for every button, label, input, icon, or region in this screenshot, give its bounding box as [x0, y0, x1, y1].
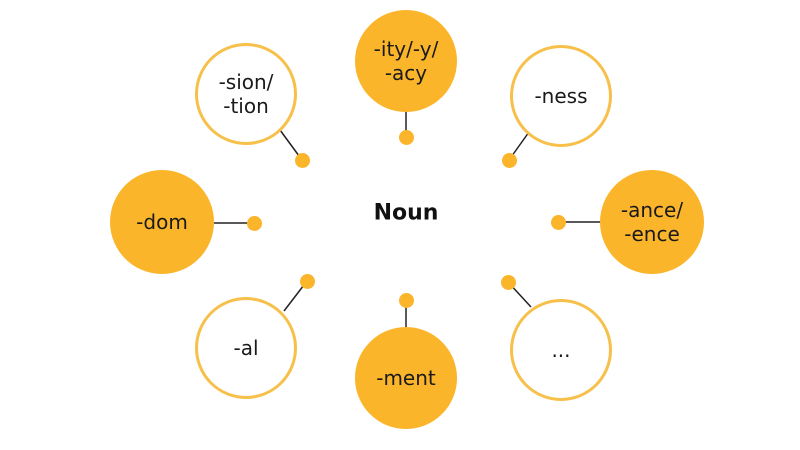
- connector-dot-ness: [501, 152, 517, 168]
- connector-dot-dom: [246, 215, 262, 231]
- node-ity-y-acy: -ity/-y/ -acy: [355, 10, 457, 112]
- connector-dot-al: [299, 273, 315, 289]
- connector-dot-ment: [398, 292, 414, 308]
- connector-dot-ity: [398, 129, 414, 145]
- node-ment: -ment: [355, 327, 457, 429]
- node-al: -al: [195, 297, 297, 399]
- node-sion-tion: -sion/ -tion: [195, 43, 297, 145]
- center-label-noun: Noun: [373, 200, 439, 226]
- node-ellipsis: ...: [510, 299, 612, 401]
- connector-dot-ance: [550, 214, 566, 230]
- node-ness: -ness: [510, 45, 612, 147]
- node-ance-ence: -ance/ -ence: [600, 170, 704, 274]
- connector-dot-ellipsis: [500, 274, 516, 290]
- node-dom: -dom: [110, 170, 214, 274]
- connector-dot-sion: [294, 152, 310, 168]
